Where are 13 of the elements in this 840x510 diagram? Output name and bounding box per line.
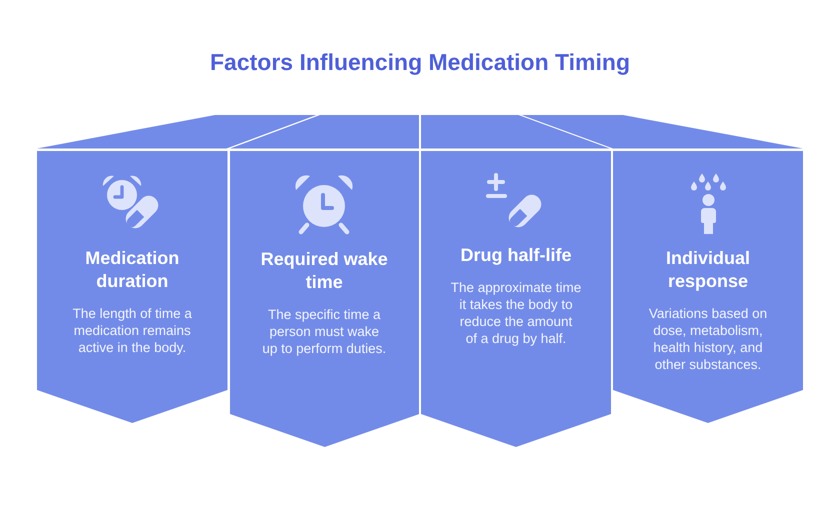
panel-description: The approximate time it takes the body to reduce the amount of a drug by half. — [450, 278, 582, 346]
panel-heading: Required wake time — [260, 248, 389, 294]
panel-heading: Drug half-life — [460, 244, 572, 266]
panel-description: The length of time a medication remains active in the body. — [72, 304, 193, 356]
arrow-panel — [613, 150, 803, 422]
arrow-panel — [421, 150, 611, 446]
panel-heading: Medication duration — [84, 246, 180, 292]
arrow-panel — [230, 150, 419, 446]
panel-description: Variations based on dose, metabolism, health history, and other substances. — [648, 304, 768, 372]
panel-description: The specific time a person must wake up to perform duties. — [261, 306, 388, 356]
panel-heading: Individual response — [664, 246, 751, 292]
diagram-title: Factors Influencing Medication Timing — [210, 49, 630, 75]
arrow-panel — [37, 150, 228, 422]
